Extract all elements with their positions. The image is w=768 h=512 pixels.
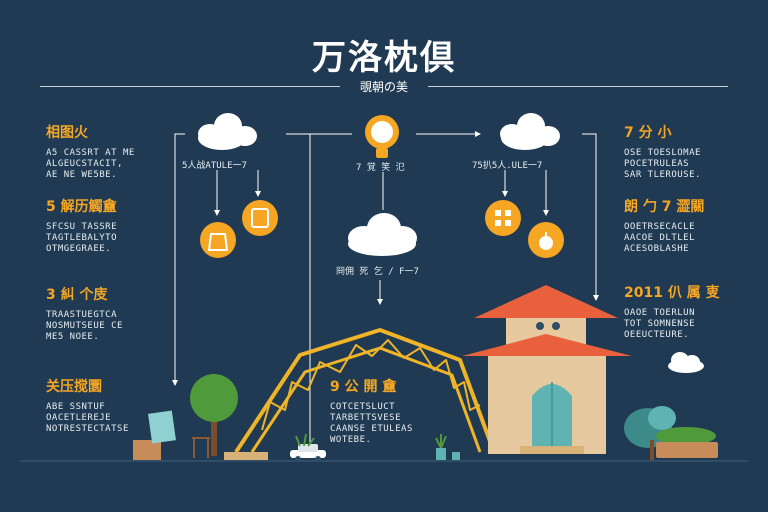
connectors	[172, 131, 599, 445]
chair-icon	[192, 437, 210, 458]
left-section-3: 3 糾 个庋 TRAASTUEGTCA NOSMUTSEUE CE ME5 NO…	[46, 284, 156, 343]
subtitle-rule-left	[40, 86, 340, 87]
cloud-mid-label: 冏佣 死 乞 / F一7	[336, 267, 419, 277]
section-line: OEEUCTEURE.	[624, 330, 690, 340]
section-line: COTCETSLUCT	[330, 402, 396, 412]
plant-icon	[435, 434, 460, 460]
cloud-icon	[198, 113, 257, 150]
section-line: TOT SOMNENSE	[624, 319, 696, 329]
section-line: SFCSU TASSRE	[46, 222, 118, 232]
left-section-2: 5 解历觸盦 SFCSU TASSRE TAGTLEBALYTO OTMGEGR…	[46, 196, 156, 255]
cloud-icon	[668, 352, 704, 373]
section-line: WOTEBE.	[330, 435, 372, 445]
tree-icon	[190, 374, 238, 456]
section-line: ABE SSNTUF	[46, 402, 106, 412]
section-line: SAR TLEROUSE.	[624, 170, 701, 180]
right-section-1: 7 分 小 OSE TOESLOMAE POCETRULEAS SAR TLER…	[624, 122, 734, 181]
right-section-2: 朗 勹 7 澀關 OOETRSECACLE AACOE DLTLEL ACESO…	[624, 196, 734, 255]
section-line: OTMGEGRAEE.	[46, 244, 112, 254]
section-line: TAGTLEBALYTO	[46, 233, 118, 243]
section-line: A5 CASSRT AT ME	[46, 148, 135, 158]
cloud-icon	[500, 113, 560, 150]
section-line: ME5 NOEE.	[46, 332, 100, 342]
right-section-3: 2011 仈 属 叓 OAOE TOERLUN TOT SOMNENSE OEE…	[624, 282, 734, 341]
house-icon	[462, 285, 632, 454]
left-section-1: 相图火 A5 CASSRT AT ME ALGEUCSTACIT, AE NE …	[46, 122, 156, 181]
center-section: 9 公 開 盦 COTCETSLUCT TARBETTSVESE CAANSE …	[330, 376, 450, 446]
box-icon	[133, 440, 161, 460]
bridge-base	[224, 452, 268, 460]
bulb-label: 7 覚 笑 氾	[356, 163, 405, 173]
section-line: OAOE TOERLUN	[624, 308, 696, 318]
section-title: 朗 勹 7 澀關	[624, 199, 705, 215]
document-icon	[242, 200, 278, 236]
section-title: 5 解历觸盦	[46, 199, 117, 215]
grid-icon	[485, 200, 521, 236]
page-title: 万洛枕倶	[312, 38, 456, 78]
section-title: 7 分 小	[624, 125, 672, 141]
cloud-icon	[348, 213, 417, 256]
left-section-4: 关压搅圜 ABE SSNTUF OACETLEREJE NOTRESTECTAT…	[46, 376, 156, 435]
section-line: OSE TOESLOMAE	[624, 148, 701, 158]
subtitle-rule-right	[428, 86, 728, 87]
section-title: 关压搅圜	[46, 379, 102, 395]
section-line: NOSMUTSEUE CE	[46, 321, 123, 331]
section-line: ALGEUCSTACIT,	[46, 159, 123, 169]
section-line: AACOE DLTLEL	[624, 233, 696, 243]
connector-right-vertical	[582, 133, 599, 301]
connector-left-vertical	[172, 133, 185, 386]
section-line: ACESOBLASHE	[624, 244, 690, 254]
section-line: OOETRSECACLE	[624, 222, 696, 232]
section-title: 2011 仈 属 叓	[624, 285, 720, 301]
cloud-left-label: 5人战ATULE一7	[182, 161, 247, 171]
plant-icon	[295, 433, 315, 447]
section-line: OACETLEREJE	[46, 413, 112, 423]
section-line: CAANSE ETULEAS	[330, 424, 413, 434]
car-icon	[290, 444, 326, 462]
section-line: AE NE WE5BE.	[46, 170, 118, 180]
lightbulb-icon	[365, 115, 399, 158]
section-line: TRAASTUEGTCA	[46, 310, 118, 320]
shopping-bag-icon	[200, 222, 236, 258]
card-icon	[148, 410, 176, 444]
section-title: 9 公 開 盦	[330, 379, 397, 395]
section-line: POCETRULEAS	[624, 159, 690, 169]
page-subtitle: 覗朝の美	[359, 80, 408, 94]
apple-icon	[528, 222, 564, 258]
section-line: NOTRESTECTATSE	[46, 424, 129, 434]
section-title: 3 糾 个庋	[46, 287, 108, 303]
cloud-right-label: 75扒5人.ULE一7	[472, 161, 543, 171]
bush-icon	[624, 406, 718, 460]
section-title: 相图火	[46, 125, 88, 141]
section-line: TARBETTSVESE	[330, 413, 402, 423]
truss-bridge-icon	[234, 328, 496, 454]
